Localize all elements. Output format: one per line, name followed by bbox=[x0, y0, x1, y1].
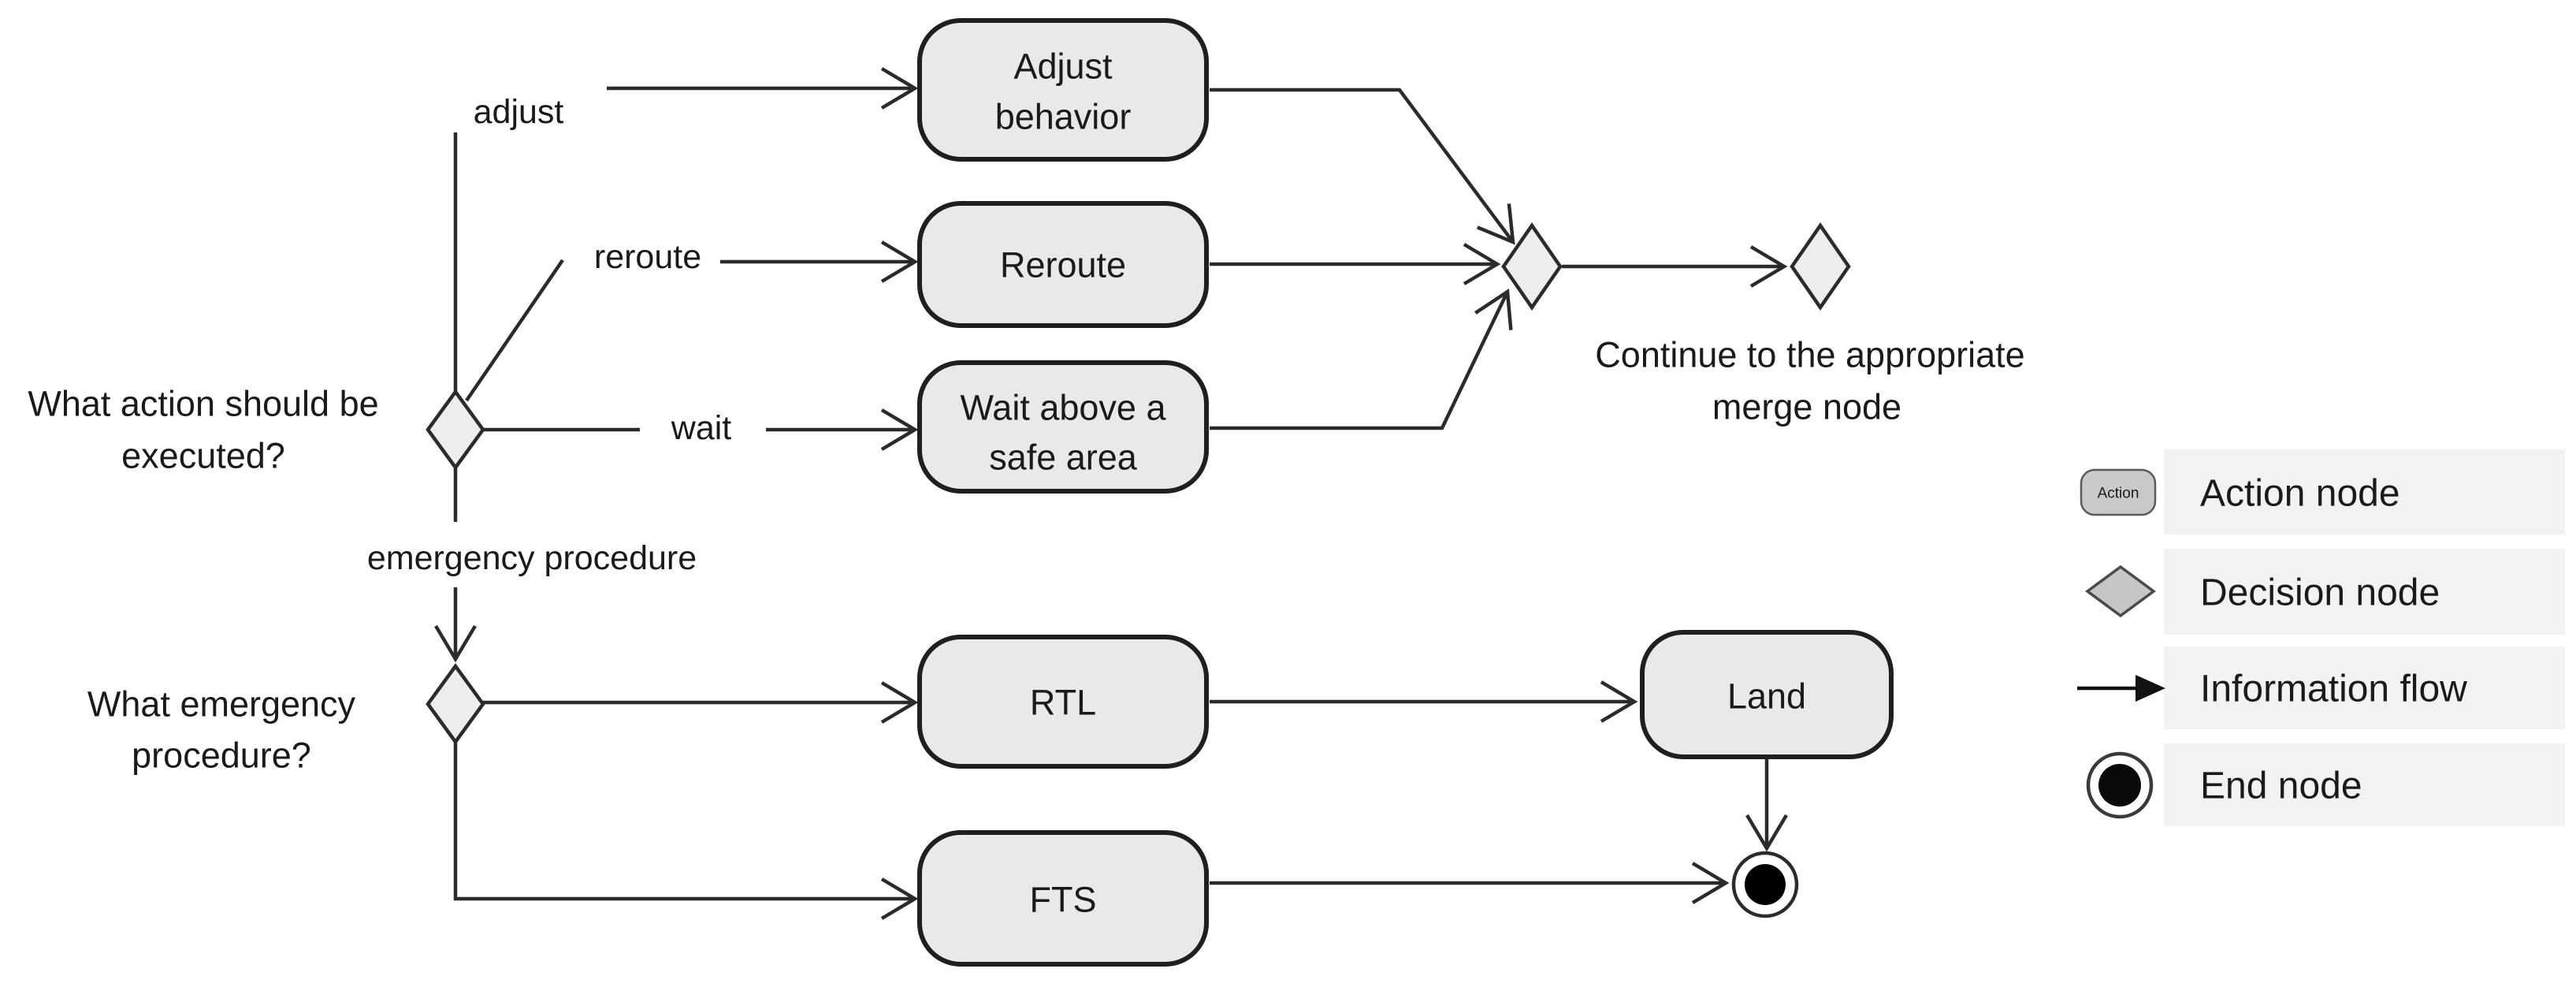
legend: Action Action node Decision node Informa… bbox=[2077, 449, 2565, 826]
action-node-wait bbox=[917, 360, 1209, 494]
edge-reroute-diagonal bbox=[465, 259, 564, 402]
adjust-behavior-label-line2: behavior bbox=[995, 97, 1132, 137]
edge-adjustbehavior-merge bbox=[1210, 88, 1515, 245]
wait-label-line2: safe area bbox=[989, 438, 1138, 478]
question-emergency-line2: procedure? bbox=[132, 736, 311, 776]
edge-label-reroute: reroute bbox=[594, 238, 701, 276]
legend-end-node-icon bbox=[2086, 751, 2154, 819]
end-node bbox=[1731, 851, 1799, 918]
continue-note-line1: Continue to the appropriate bbox=[1595, 335, 2024, 375]
legend-action-node-icon-label: Action bbox=[2098, 486, 2139, 502]
question-action-line1: What action should be bbox=[28, 384, 378, 424]
question-emergency-line1: What emergency bbox=[87, 684, 356, 725]
legend-row-bg-flow bbox=[2164, 646, 2565, 729]
decision-node-emergency bbox=[426, 663, 485, 745]
wait-label-line1: Wait above a bbox=[961, 388, 1167, 428]
legend-row-bg-action bbox=[2164, 449, 2565, 535]
edge-label-emergency-procedure: emergency procedure bbox=[367, 539, 697, 577]
legend-label-end-node: End node bbox=[2200, 766, 2362, 807]
legend-row-bg-end bbox=[2164, 743, 2565, 826]
legend-action-node-icon bbox=[2080, 468, 2157, 516]
fts-label: FTS bbox=[1030, 880, 1097, 920]
legend-label-decision-node: Decision node bbox=[2200, 572, 2440, 614]
edge-decision2-fts-arrow bbox=[453, 742, 919, 920]
adjust-behavior-label-line1: Adjust bbox=[1013, 47, 1113, 87]
legend-label-information-flow: Information flow bbox=[2200, 669, 2467, 710]
legend-information-flow-icon bbox=[2077, 675, 2165, 702]
legend-label-action-node: Action node bbox=[2200, 473, 2400, 515]
merge-node bbox=[1501, 222, 1563, 311]
edge-label-adjust: adjust bbox=[474, 93, 564, 131]
action-node-fts bbox=[917, 830, 1209, 967]
decision-node-action bbox=[426, 389, 485, 471]
action-node-adjust-behavior bbox=[917, 18, 1209, 162]
land-label: Land bbox=[1727, 676, 1806, 717]
legend-decision-node-icon bbox=[2085, 564, 2156, 618]
rtl-label: RTL bbox=[1030, 683, 1096, 723]
action-node-rtl bbox=[917, 635, 1209, 769]
action-node-reroute bbox=[917, 201, 1209, 328]
continue-merge-node bbox=[1790, 222, 1851, 311]
reroute-label: Reroute bbox=[1000, 245, 1126, 285]
edge-wait-merge bbox=[1210, 289, 1513, 430]
continue-note-line2: merge node bbox=[1712, 387, 1901, 427]
legend-row-bg-decision bbox=[2164, 549, 2565, 635]
question-action-line2: executed? bbox=[121, 436, 285, 476]
edge-label-wait: wait bbox=[671, 409, 732, 447]
action-node-land bbox=[1640, 630, 1894, 759]
